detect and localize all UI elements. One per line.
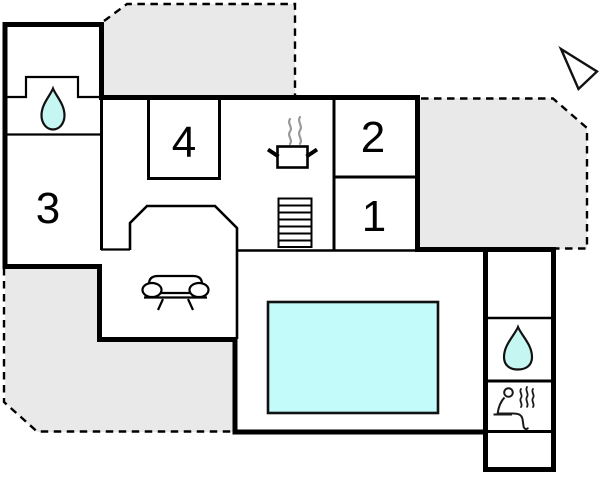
terrace-top-fill (104, 4, 295, 97)
steam-line-2 (298, 115, 302, 145)
sofa-icon (141, 274, 210, 311)
north-arrow-icon (558, 45, 599, 92)
sofa-arm-left (141, 281, 163, 299)
sauna-person-icon (493, 386, 535, 431)
pot-body (276, 145, 309, 169)
room-labels: 3 4 2 1 (36, 113, 386, 241)
steam-line-1 (288, 117, 292, 146)
sauna-steam-2 (525, 386, 529, 408)
water-drop-icon (40, 85, 66, 131)
stairs-icon (277, 197, 313, 248)
room-label-1: 1 (362, 192, 386, 241)
sauna-steam-1 (519, 388, 523, 408)
cooking-pot-icon (266, 115, 319, 169)
stairs-outline (277, 197, 313, 248)
wall-left-block (2, 22, 103, 269)
terrace-top-dashed-border (103, 2, 297, 96)
water-drop-icon-2 (502, 324, 534, 371)
pot-handle-right (305, 147, 319, 159)
stairs-treads (278, 204, 312, 242)
room-label-3: 3 (36, 184, 60, 233)
terrace-bottom-dashed-border (2, 268, 232, 433)
swimming-pool (266, 300, 440, 415)
terrace-bottom (2, 268, 233, 433)
room-label-2: 2 (361, 113, 385, 162)
sauna-person-head (503, 387, 514, 398)
wall-living-room (128, 204, 239, 339)
terrace-right-fill (420, 98, 587, 249)
sauna-person-back (496, 396, 506, 415)
pot-handle-left (266, 147, 280, 159)
room-label-4: 4 (172, 118, 196, 167)
sauna-person-legs (497, 412, 529, 431)
interior-walls (5, 75, 553, 433)
sofa-legs (156, 298, 195, 311)
sauna-steam-3 (531, 388, 535, 408)
wall-right-column (483, 249, 556, 472)
wall-south-west (97, 264, 488, 435)
terrace-bottom-fill (5, 269, 233, 432)
terrace-right (420, 97, 589, 250)
terrace-top (103, 2, 297, 97)
wall-room4 (147, 98, 221, 180)
wall-washbasin-alcove (5, 75, 101, 99)
sofa-arm-right (188, 281, 210, 299)
